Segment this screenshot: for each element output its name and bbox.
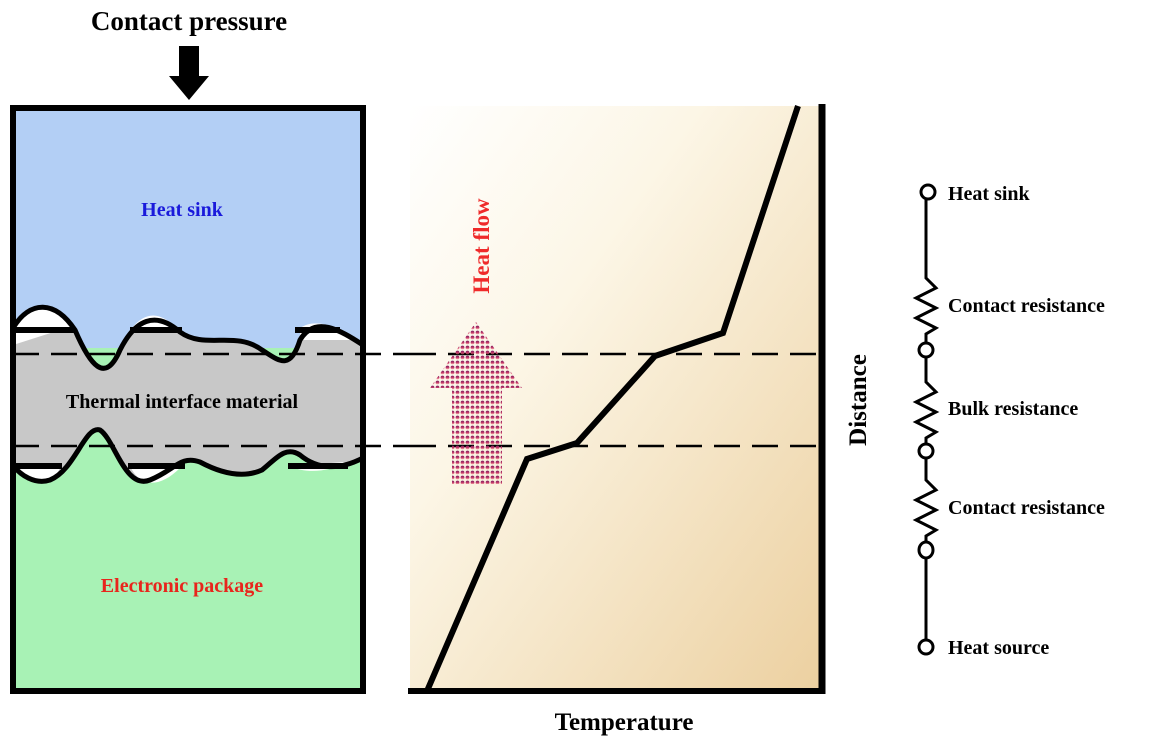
circuit-wire — [912, 199, 940, 343]
node-icon — [917, 341, 935, 359]
circuit-label-heat-source: Heat source — [948, 637, 1049, 659]
pressure-arrow-icon — [169, 46, 209, 100]
temperature-axis-label: Temperature — [555, 709, 694, 736]
circuit-wire — [912, 357, 940, 444]
bottom-contact-gap — [13, 466, 60, 482]
heat-sink-region — [13, 108, 363, 348]
contact-pressure-label: Contact pressure — [91, 6, 287, 36]
heat-flow-label: Heat flow — [469, 198, 494, 294]
distance-axis-label: Distance — [845, 354, 872, 446]
resistance-circuit: Heat sink Contact resistance Bulk resist… — [912, 183, 1105, 659]
heat-sink-label: Heat sink — [141, 199, 224, 221]
package-label: Electronic package — [101, 575, 264, 597]
heat-flow-arrow-icon — [430, 322, 522, 484]
material-stack — [13, 108, 363, 691]
node-icon — [917, 540, 935, 560]
temperature-profile-line — [424, 105, 801, 693]
circuit-label-heat-sink: Heat sink — [948, 183, 1031, 205]
tim-region — [13, 307, 363, 482]
tim-label: Thermal interface material — [66, 391, 299, 413]
top-contact-gap — [13, 307, 75, 345]
circuit-label-bulk-resistance: Bulk resistance — [948, 398, 1078, 420]
heat-source-node-icon — [917, 638, 935, 656]
circuit-label-contact-resistance-top: Contact resistance — [948, 295, 1105, 317]
top-contact-gap — [132, 315, 178, 330]
heat-sink-node-icon — [919, 183, 937, 201]
circuit-label-contact-resistance-bottom: Contact resistance — [948, 497, 1105, 519]
stack-frame — [10, 105, 366, 694]
circuit-wire — [912, 458, 940, 542]
node-icon — [917, 442, 935, 460]
